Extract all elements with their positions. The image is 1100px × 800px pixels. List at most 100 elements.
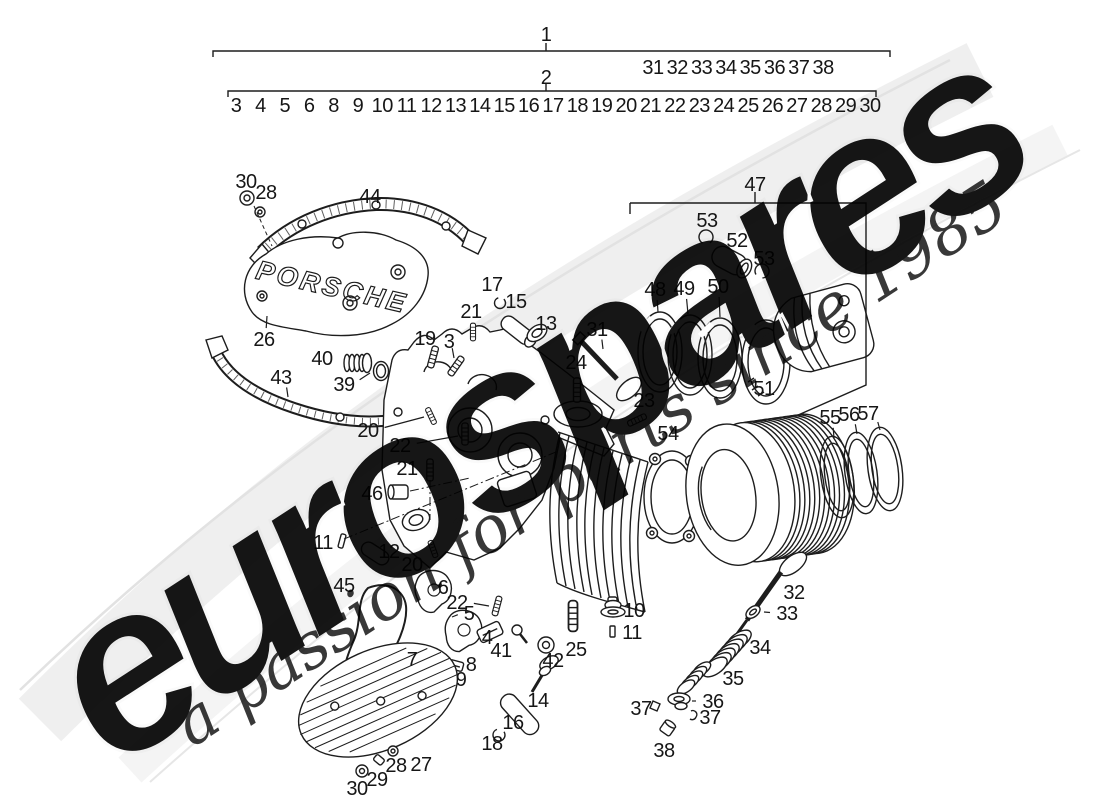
part-label-42: 42 <box>542 650 564 672</box>
leader-line <box>384 416 425 429</box>
part-label-51: 51 <box>753 378 775 400</box>
part-label-13: 13 <box>535 313 557 335</box>
ruler-number: 5 <box>279 95 290 117</box>
part-label-4: 4 <box>482 627 493 649</box>
part-label-21: 21 <box>460 301 482 323</box>
leader-line <box>763 611 771 614</box>
piston <box>772 283 875 373</box>
inner-spring-35 <box>676 661 712 695</box>
part-label-31: 31 <box>586 319 608 341</box>
seal-ring-57 <box>866 426 904 512</box>
watermark-brand: eurospares <box>0 0 1076 800</box>
stud-22b <box>491 595 503 617</box>
part-label-39: 39 <box>333 374 355 396</box>
ruler-number: 34 <box>715 57 737 79</box>
part-label-10: 10 <box>623 600 645 622</box>
leader-line <box>718 296 721 318</box>
leader-line <box>473 602 490 607</box>
part-label-56: 56 <box>838 404 860 426</box>
part-label-18: 18 <box>481 733 503 755</box>
lower-cover-27 <box>297 642 459 758</box>
clip-18 <box>492 728 506 742</box>
ruler-number: 17 <box>542 95 564 117</box>
leader-line <box>685 298 689 315</box>
part-label-19: 19 <box>414 328 436 350</box>
part-label-53: 53 <box>696 210 718 232</box>
part-label-15: 15 <box>505 291 527 313</box>
part-label-32: 32 <box>783 582 805 604</box>
bolt-leader-dashed <box>253 205 273 247</box>
part-label-7: 7 <box>407 649 418 671</box>
ruler-number: 38 <box>812 57 834 79</box>
part-label-5: 5 <box>464 603 475 625</box>
ruler-number: 11 <box>397 95 417 117</box>
ruler-number: 19 <box>591 95 613 117</box>
part-label-35: 35 <box>722 668 744 690</box>
part-label-30: 30 <box>235 171 257 193</box>
part-label-12: 12 <box>378 541 400 563</box>
bracket-4 <box>476 620 504 644</box>
part-label-24: 24 <box>565 352 587 374</box>
valve-cover: PORSCHE <box>243 231 429 337</box>
pin-clip-53a <box>698 229 714 245</box>
cover-bolt-30b <box>355 764 369 778</box>
part-label-14: 14 <box>527 690 549 712</box>
part-label-20: 20 <box>357 420 379 442</box>
part-label-3: 3 <box>444 331 455 353</box>
stem-seal-33 <box>745 604 761 620</box>
ruler-number: 32 <box>667 57 689 79</box>
ruler-number: 25 <box>737 95 759 117</box>
part-label-28: 28 <box>255 182 277 204</box>
leader-line <box>451 348 455 359</box>
part-label-9: 9 <box>456 669 467 691</box>
part-label-41: 41 <box>490 640 512 662</box>
part-label-47: 47 <box>744 174 766 196</box>
ruler-number: 28 <box>811 95 833 117</box>
valve-keeper-37a <box>649 700 661 712</box>
part-label-20: 20 <box>401 554 423 576</box>
oring-39 <box>372 360 390 382</box>
leader-line <box>265 315 268 329</box>
part-label-22: 22 <box>389 435 411 457</box>
part-label-6: 6 <box>438 577 449 599</box>
bushing-46 <box>387 484 409 500</box>
wrist-pin-52 <box>711 245 753 279</box>
nut-42 <box>537 636 555 654</box>
part-label-22: 22 <box>446 592 468 614</box>
cap-38 <box>659 719 677 737</box>
ruler-number: 37 <box>788 57 810 79</box>
leader-line <box>416 435 459 444</box>
gasket-44 <box>249 196 487 269</box>
cylinder-barrel <box>685 413 856 566</box>
clip-29 <box>373 754 385 766</box>
piston-ring-48 <box>637 311 683 393</box>
part-label-57: 57 <box>857 403 879 425</box>
leader-line <box>877 421 881 431</box>
part-label-48: 48 <box>644 279 666 301</box>
ruler-number: 24 <box>713 95 735 117</box>
part-label-26: 26 <box>253 329 275 351</box>
part-label-23: 23 <box>633 390 655 412</box>
group-1-bracket <box>212 43 891 57</box>
group-2-bracket <box>227 83 877 97</box>
head-cylinder-fins <box>549 431 649 613</box>
part-label-46: 46 <box>361 483 383 505</box>
pin-11a <box>337 533 347 549</box>
tube-12 <box>360 541 390 566</box>
clip-17 <box>493 296 507 310</box>
part-label-38: 38 <box>653 740 675 762</box>
part-label-50: 50 <box>707 276 729 298</box>
leader-line <box>854 424 858 435</box>
valve-spring-34 <box>702 629 752 678</box>
ruler-number: 26 <box>762 95 784 117</box>
leader-line <box>832 427 835 439</box>
part-label-45: 45 <box>333 575 355 597</box>
part-label-40: 40 <box>311 348 333 370</box>
group-1-number: 1 <box>541 24 552 46</box>
part-label-8: 8 <box>466 654 477 676</box>
ruler-number: 18 <box>567 95 589 117</box>
part-label-21: 21 <box>396 458 418 480</box>
leader-line <box>451 614 459 618</box>
